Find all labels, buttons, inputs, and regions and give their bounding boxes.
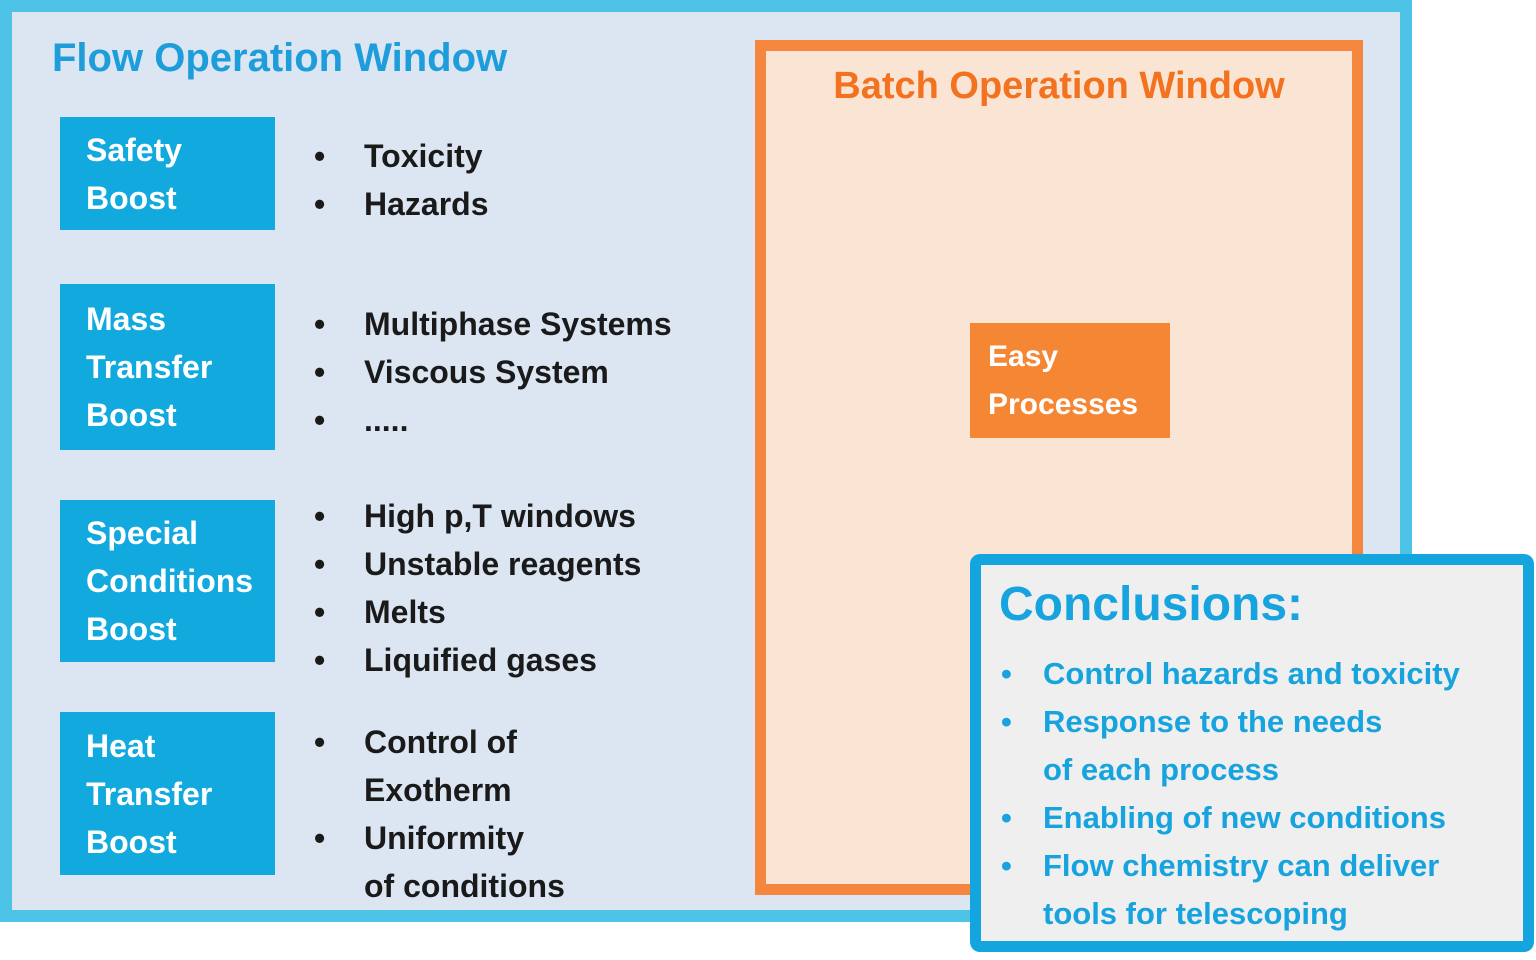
easy-processes-box: Easy Processes xyxy=(970,323,1170,438)
list-item: Flow chemistry can deliver tools for tel… xyxy=(981,842,1523,938)
list-item: ..... xyxy=(312,396,672,444)
list-item: Uniformity of conditions xyxy=(312,814,565,910)
batch-operation-window: Batch Operation Window xyxy=(755,40,1363,895)
conclusions-list: Control hazards and toxicity Response to… xyxy=(981,650,1523,938)
list-item: Control of Exotherm xyxy=(312,718,565,814)
list-item: Hazards xyxy=(312,180,489,228)
safety-boost-box: Safety Boost xyxy=(60,117,275,230)
conclusions-panel: Conclusions: Control hazards and toxicit… xyxy=(970,554,1534,952)
list-item: Melts xyxy=(312,588,641,636)
list-item: Unstable reagents xyxy=(312,540,641,588)
list-item: Response to the needs of each process xyxy=(981,698,1523,794)
list-item: Liquified gases xyxy=(312,636,641,684)
heat-transfer-boost-box: Heat Transfer Boost xyxy=(60,712,275,875)
mass-transfer-bullet-list: Multiphase Systems Viscous System ..... xyxy=(312,300,672,444)
list-item: Control hazards and toxicity xyxy=(981,650,1523,698)
special-conditions-boost-box: Special Conditions Boost xyxy=(60,500,275,662)
list-item: Viscous System xyxy=(312,348,672,396)
heat-transfer-bullet-list: Control of Exotherm Uniformity of condit… xyxy=(312,718,565,910)
list-item: Multiphase Systems xyxy=(312,300,672,348)
special-conditions-bullet-list: High p,T windows Unstable reagents Melts… xyxy=(312,492,641,684)
list-item: Enabling of new conditions xyxy=(981,794,1523,842)
list-item: High p,T windows xyxy=(312,492,641,540)
batch-window-title: Batch Operation Window xyxy=(833,65,1285,107)
mass-transfer-boost-box: Mass Transfer Boost xyxy=(60,284,275,450)
list-item: Toxicity xyxy=(312,132,489,180)
flow-window-title: Flow Operation Window xyxy=(52,36,508,80)
conclusions-heading: Conclusions: xyxy=(999,578,1304,631)
safety-bullet-list: Toxicity Hazards xyxy=(312,132,489,228)
